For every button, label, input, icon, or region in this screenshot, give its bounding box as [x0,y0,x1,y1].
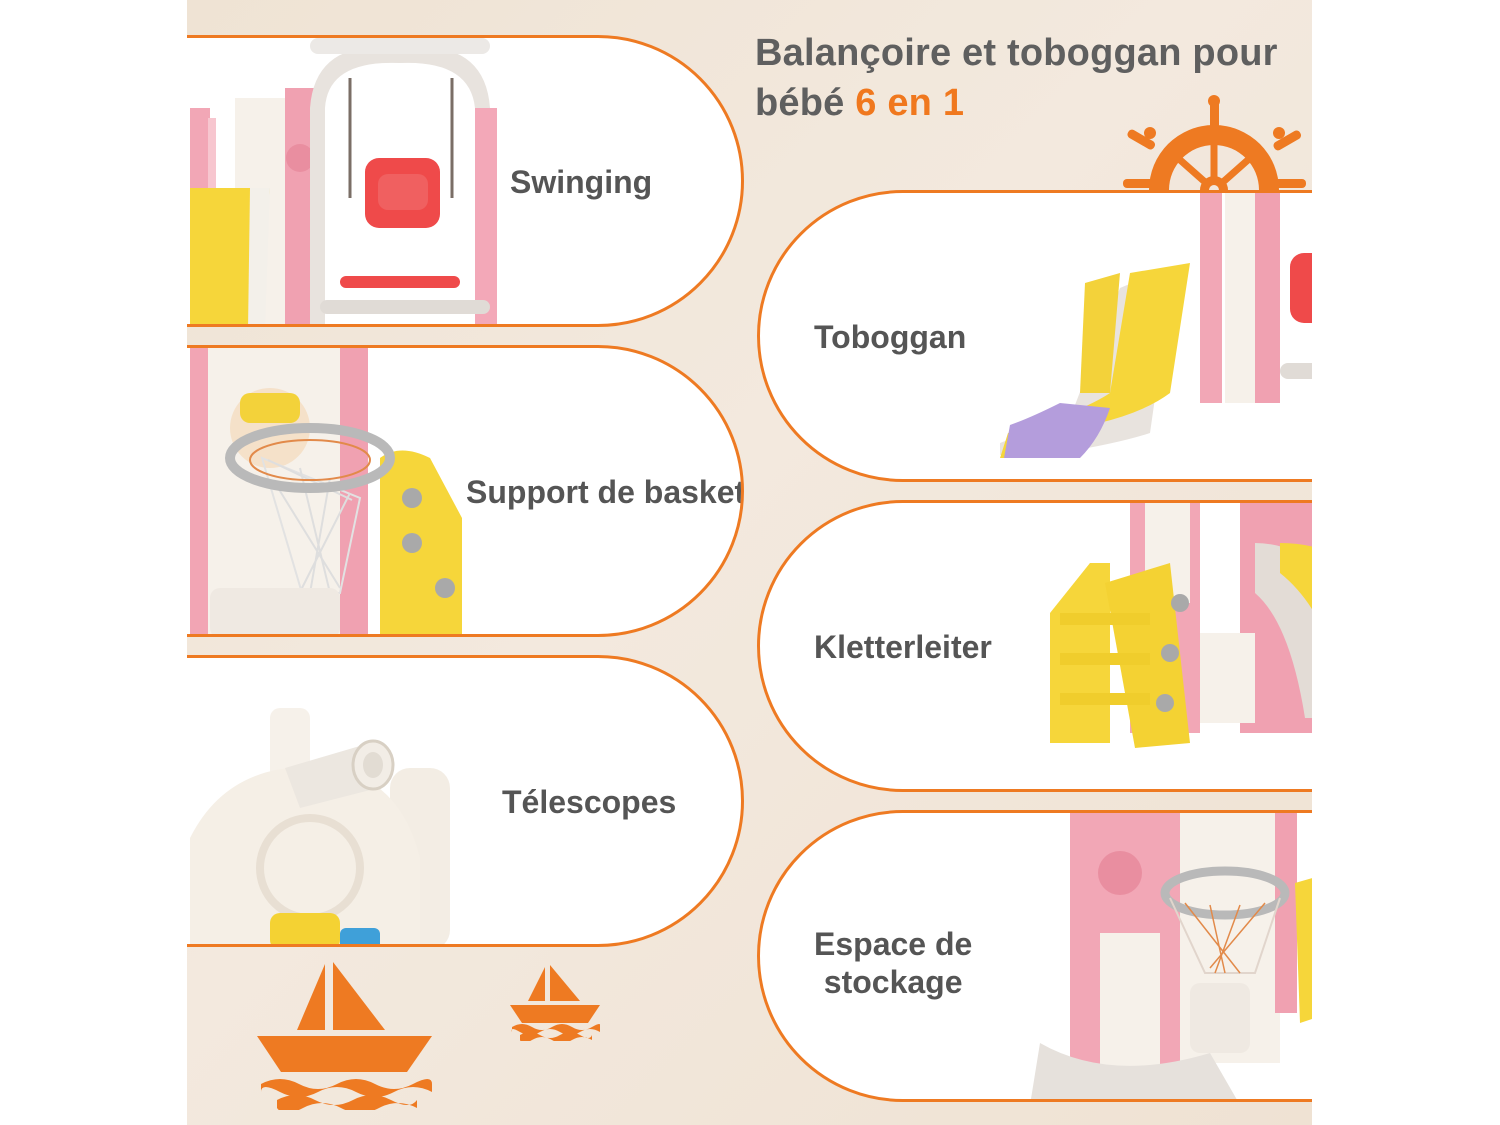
feature-label-storage: Espace de stockage [814,925,972,1001]
feature-label-toboggan: Toboggan [814,319,967,355]
sailboat-icon [510,965,600,1041]
product-infographic: Balançoire et toboggan pour bébé 6 en 1 [187,0,1312,1125]
feature-label-kletterleiter: Kletterleiter [814,629,992,665]
feature-card-storage: Espace de stockage [757,810,1312,1102]
ladder-photo [1050,503,1312,748]
page-title: Balançoire et toboggan pour bébé 6 en 1 [755,28,1312,128]
swing-photo [190,38,497,324]
title-accent: 6 en 1 [855,82,965,124]
feature-card-swinging: Swinging [187,35,744,327]
feature-card-kletterleiter: Kletterleiter [757,500,1312,792]
feature-card-telescopes: Télescopes [187,655,744,947]
feature-label-swinging: Swinging [510,164,653,200]
feature-label-telescopes: Télescopes [502,784,677,820]
basket-photo [190,348,462,634]
title-line-1: Balançoire et toboggan pour [755,32,1278,74]
storage-label-line-2: stockage [823,964,963,1000]
feature-card-basket: Support de basket [187,345,744,637]
feature-label-basket: Support de basket [466,474,744,510]
telescope-photo [190,708,450,944]
slide-photo [1000,193,1312,458]
title-line-2: bébé 6 en 1 [755,78,1312,128]
sailboat-icon [257,962,432,1110]
title-prefix: bébé [755,82,856,124]
ship-wheel-icon [1123,95,1306,195]
storage-photo [1030,813,1312,1099]
storage-label-line-1: Espace de [814,926,973,962]
feature-card-toboggan: Toboggan [757,190,1312,482]
